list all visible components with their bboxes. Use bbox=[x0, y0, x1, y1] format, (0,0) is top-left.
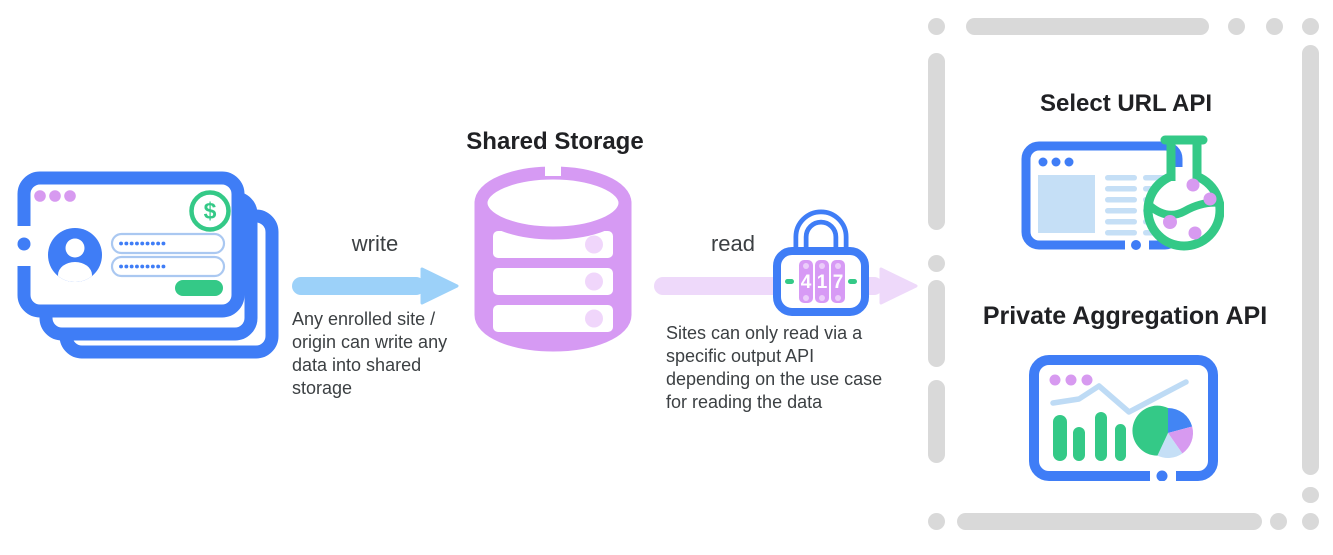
lock-digit: 7 bbox=[833, 272, 844, 293]
dashed-border-segment bbox=[1302, 487, 1319, 503]
output-gate-boundary bbox=[925, 12, 1323, 542]
caption-line: for reading the data bbox=[666, 392, 823, 412]
lock-dial bbox=[815, 260, 829, 303]
dashed-border-segment bbox=[1228, 18, 1245, 35]
dashed-border-segment bbox=[1266, 18, 1283, 35]
shared-storage-title: Shared Storage bbox=[466, 128, 644, 155]
dial-partial-digit bbox=[803, 295, 809, 301]
shared-storage-database-icon bbox=[474, 165, 632, 352]
pie-chart bbox=[1132, 405, 1194, 459]
border-dot bbox=[1131, 240, 1141, 250]
private-aggregation-api-title: Private Aggregation API bbox=[982, 302, 1268, 330]
dashed-border-segment bbox=[928, 53, 945, 230]
band-dot bbox=[585, 309, 603, 328]
enrolled-sites-windows-icon: $ bbox=[15, 171, 279, 359]
read-caption: Sites can only read via a specific outpu… bbox=[666, 322, 916, 414]
dial-partial-digit bbox=[803, 263, 809, 269]
band-dot bbox=[585, 272, 603, 291]
dial-partial-digit bbox=[835, 263, 841, 269]
select-url-api-title: Select URL API bbox=[1039, 90, 1213, 117]
window-dot-icon bbox=[1051, 157, 1061, 167]
window-dot-icon bbox=[49, 190, 61, 202]
dial-partial-digit bbox=[835, 295, 841, 301]
read-arrow-label: read bbox=[710, 231, 756, 256]
flask-bubble bbox=[1188, 226, 1202, 240]
caption-line: data into shared bbox=[292, 355, 422, 375]
flask-bubble bbox=[1186, 178, 1200, 192]
password-field bbox=[110, 255, 226, 278]
lock-dial bbox=[831, 260, 845, 303]
select-url-api-icon bbox=[1021, 135, 1224, 251]
top-gap bbox=[545, 165, 561, 176]
submit-button-shape bbox=[175, 280, 223, 296]
dashed-border-segment bbox=[928, 280, 945, 367]
window-dot-icon bbox=[1038, 157, 1048, 167]
write-caption: Any enrolled site / origin can write any… bbox=[292, 308, 482, 400]
window-dot-icon bbox=[1065, 374, 1077, 386]
private-aggregation-api-icon bbox=[1029, 355, 1218, 481]
write-arrow bbox=[292, 267, 459, 305]
caption-line: Sites can only read via a bbox=[666, 323, 863, 343]
window-dot-icon bbox=[1064, 157, 1074, 167]
dashed-border-segment bbox=[1302, 513, 1319, 530]
dollar-icon bbox=[189, 190, 231, 232]
bar-chart bbox=[1053, 412, 1126, 461]
combination-lock-icon: 4 1 7 bbox=[773, 209, 869, 316]
dial-partial-digit bbox=[819, 263, 825, 269]
lock-shackle-inner bbox=[798, 214, 844, 259]
lock-digit: 4 bbox=[801, 272, 812, 293]
caption-line: specific output API bbox=[666, 346, 815, 366]
lock-digit: 1 bbox=[817, 272, 828, 293]
border-dot bbox=[1156, 470, 1168, 481]
write-arrow-label: write bbox=[351, 231, 399, 256]
dashed-border-segment bbox=[966, 18, 1209, 35]
flask-icon bbox=[1143, 135, 1224, 251]
border-dot bbox=[17, 237, 31, 251]
dashed-border-segment bbox=[928, 255, 945, 272]
content-block bbox=[1038, 175, 1095, 233]
window-dot-icon bbox=[64, 190, 76, 202]
database-top bbox=[474, 166, 632, 240]
band-dot bbox=[585, 235, 603, 254]
dollar-symbol: $ bbox=[204, 198, 217, 224]
password-field bbox=[110, 232, 226, 255]
dashed-border-segment bbox=[1302, 18, 1319, 35]
dashed-border-segment bbox=[928, 513, 945, 530]
lock-dial bbox=[799, 260, 813, 303]
dashed-border-segment bbox=[1270, 513, 1287, 530]
dial-marker bbox=[848, 279, 857, 284]
window-dot-icon bbox=[34, 190, 46, 202]
database-band bbox=[493, 305, 613, 332]
caption-line: origin can write any bbox=[292, 332, 448, 352]
dial-partial-digit bbox=[819, 295, 825, 301]
window-dot-icon bbox=[1081, 374, 1093, 386]
flask-bubble bbox=[1163, 215, 1177, 229]
caption-line: storage bbox=[292, 378, 353, 398]
caption-line: Any enrolled site / bbox=[292, 309, 436, 329]
database-band bbox=[493, 268, 613, 295]
dashed-border-segment bbox=[1302, 45, 1319, 475]
dashed-border-segment bbox=[928, 18, 945, 35]
window-dot-icon bbox=[1049, 374, 1061, 386]
dial-marker bbox=[785, 279, 794, 284]
dashed-border-segment bbox=[957, 513, 1262, 530]
flask-bubble bbox=[1203, 192, 1217, 206]
dashed-border-segment bbox=[928, 380, 945, 463]
caption-line: depending on the use case bbox=[666, 369, 883, 389]
database-band bbox=[493, 231, 613, 258]
line-chart bbox=[1050, 379, 1189, 415]
